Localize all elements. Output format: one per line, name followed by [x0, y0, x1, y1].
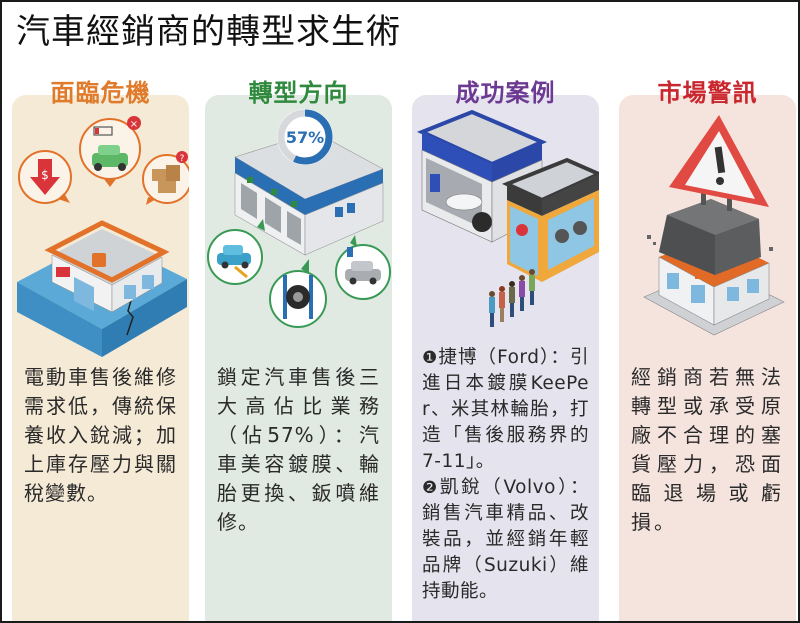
heavy-weight-block	[659, 199, 761, 275]
heading-success-cases: 成功案例	[455, 79, 556, 107]
showroom-and-shop-illustration	[416, 109, 599, 327]
case-volvo-text: 銷售汽車精品、改裝品，並經銷年輕品牌（Suzuki）維持動能。	[422, 503, 589, 602]
dollar-down-arrow-icon: $	[18, 150, 72, 204]
panel-market-warning: 經銷商若無法轉型或承受原廠不合理的塞貨壓力，恐面臨退場或虧損。	[619, 95, 796, 621]
svg-text:57%: 57%	[286, 128, 324, 147]
body-repair-icon	[335, 235, 391, 300]
case-marker-1: ❶	[422, 348, 439, 368]
tire-lift-icon	[269, 259, 327, 328]
success-cases-description: ❶捷博（Ford）：引進日本鍍膜KeePer、米其林輪胎，打造「售後服務界的 7…	[412, 345, 599, 605]
svg-text:?: ?	[180, 154, 185, 164]
crisis-description: 電動車售後維修需求低，傳統保養收入銳減；加上庫存壓力與關稅變數。	[24, 365, 177, 505]
car-detailing-icon	[207, 219, 265, 285]
flooded-dealership-illustration: $ × ?	[17, 116, 189, 357]
direction-description: 鎖定汽車售後三大高佔比業務（佔57%）：汽車美容鍍膜、輪胎更換、鈑噴維修。	[217, 365, 380, 534]
panel-direction: 57%	[205, 95, 392, 621]
heading-crisis: 面臨危機	[50, 79, 151, 107]
warning-description: 經銷商若無法轉型或承受原廠不合理的塞貨壓力，恐面臨退場或虧損。	[631, 365, 784, 534]
case-volvo-name: 凱銳（Volvo）：	[439, 477, 589, 498]
heading-market-warning: 市場警訊	[657, 79, 758, 107]
case-ford-text: 引進日本鍍膜KeePer、米其林輪胎，打造「售後服務界的 7-11」。	[422, 347, 589, 472]
inventory-boxes-icon: ?	[142, 151, 189, 205]
infographic-title: 汽車經銷商的轉型求生術	[16, 12, 401, 52]
case-ford: ❶捷博（Ford）：引進日本鍍膜KeePer、米其林輪胎，打造「售後服務界的 7…	[422, 345, 589, 475]
ev-car-low-battery-icon: ×	[79, 116, 141, 187]
customer-queue	[489, 269, 535, 327]
percentage-gauge: 57%	[277, 109, 333, 165]
case-volvo: ❷凱銳（Volvo）： 銷售汽車精品、改裝品，並經銷年輕品牌（Suzuki）維持動…	[422, 475, 589, 605]
warning-triangle-icon	[669, 115, 769, 211]
svg-text:$: $	[41, 168, 49, 182]
heading-direction: 轉型方向	[248, 79, 349, 107]
crushed-dealership-illustration	[643, 115, 785, 336]
panel-success-cases: ❶捷博（Ford）：引進日本鍍膜KeePer、米其林輪胎，打造「售後服務界的 7…	[412, 95, 599, 621]
svg-text:×: ×	[130, 119, 138, 130]
panel-crisis: $ × ?	[12, 95, 189, 621]
case-ford-name: 捷博（Ford）：	[438, 347, 570, 368]
case-marker-2: ❷	[422, 478, 440, 498]
service-garage-illustration: 57%	[207, 109, 391, 328]
